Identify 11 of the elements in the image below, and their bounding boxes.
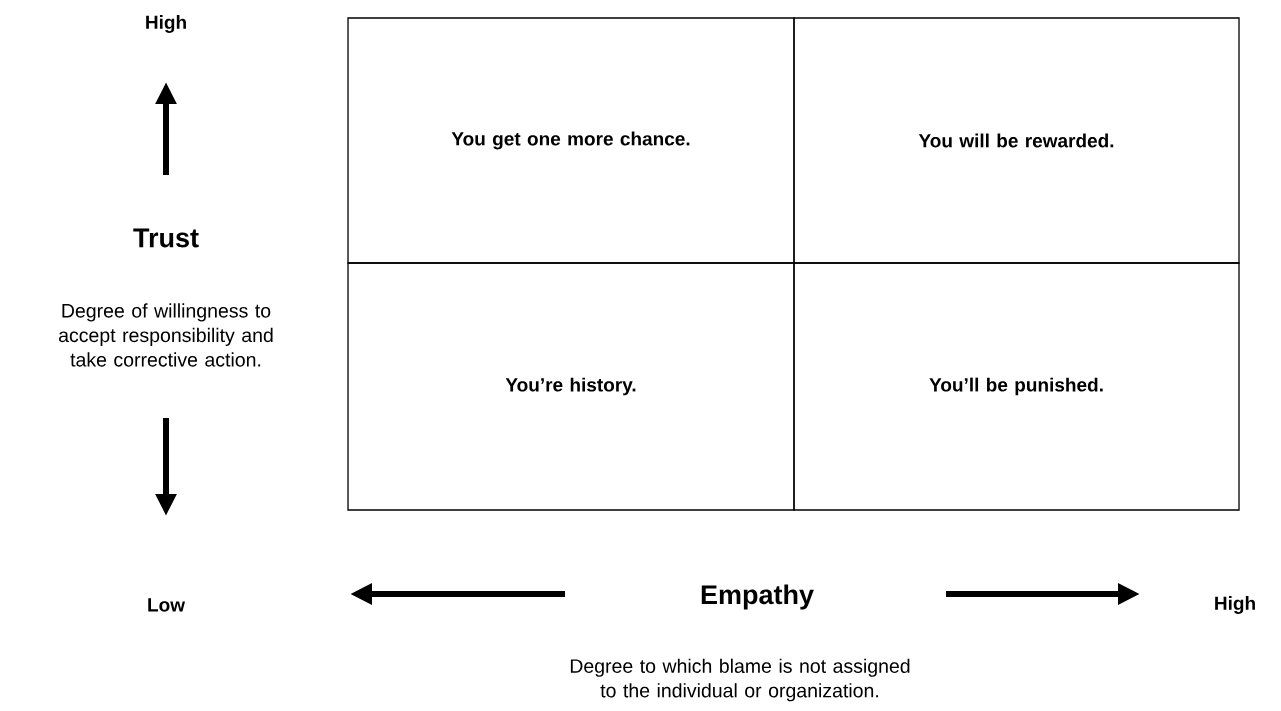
axis-description: Degree of willingness to accept responsibility and take corrective action. xyxy=(59,303,273,367)
axis-end-label: Low xyxy=(148,598,186,612)
quadrant-cell: You’ll be punished. xyxy=(793,262,1240,511)
quadrant-cell: You’re history. xyxy=(347,262,795,511)
quadrant-cell: You will be rewarded. xyxy=(793,17,1240,264)
axis-end-label: High xyxy=(1215,596,1255,614)
axis-description: Degree to which blame is not assigned to the individual or organization. xyxy=(570,658,910,702)
axis-title: Empathy xyxy=(701,584,814,610)
axis-title: Trust xyxy=(133,228,199,248)
axis-end-label: High xyxy=(146,15,186,33)
quadrant-cell: You get one more chance. xyxy=(347,17,795,264)
